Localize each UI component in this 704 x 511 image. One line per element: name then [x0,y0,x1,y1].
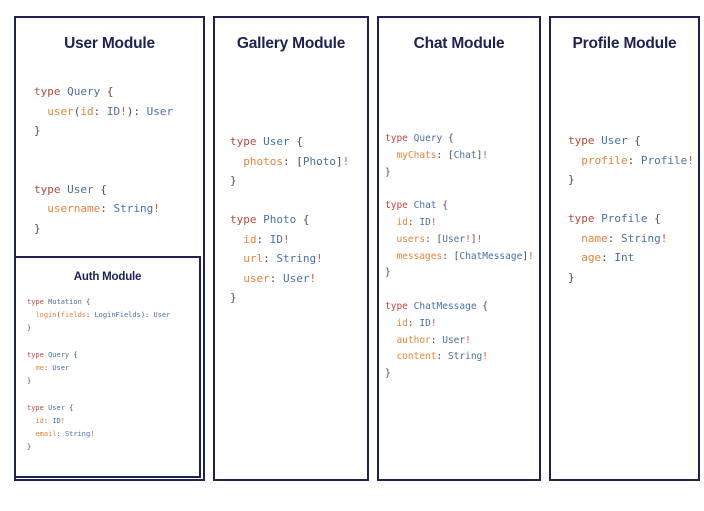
card-title-chat-module: Chat Module [413,35,505,52]
schema-code-auth-module: type Mutation { login(fields: LoginField… [27,298,171,452]
schema-code-profile-module: type User { profile: Profile! } type Pro… [568,134,694,284]
card-title-user-module: User Module [64,35,155,52]
schema-code-user-module: type Query { user(id: ID!): User } type … [34,85,174,235]
card-title-gallery-module: Gallery Module [236,35,346,52]
card-auth-module[interactable]: Auth Module type Mutation { login(fields… [14,256,201,478]
schema-code-gallery-module: type User { photos: [Photo]! } type Phot… [230,135,350,304]
card-gallery-module[interactable]: Gallery Module type User { photos: [Phot… [213,16,369,481]
card-profile-module[interactable]: Profile Module type User { profile: Prof… [549,16,700,481]
schema-code-chat-module: type Query { myChats: [Chat]! } type Cha… [385,133,534,380]
card-chat-module[interactable]: Chat Module type Query { myChats: [Chat]… [377,16,541,481]
card-user-module[interactable]: User Module type Query { user(id: ID!): … [14,16,205,481]
card-title-auth-module: Auth Module [73,271,142,283]
card-title-profile-module: Profile Module [572,35,677,52]
